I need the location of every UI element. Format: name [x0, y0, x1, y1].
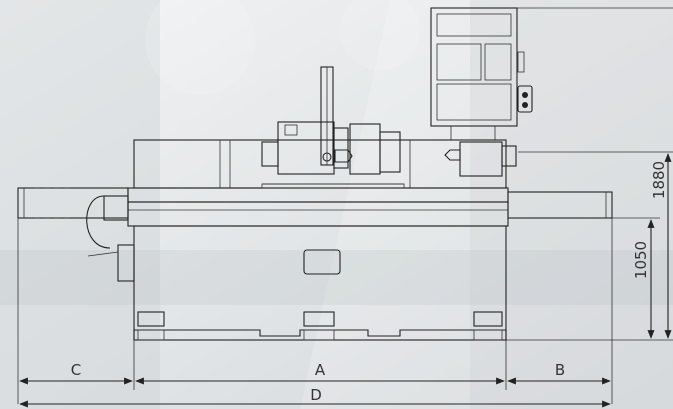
dim-label-b: B: [555, 361, 565, 379]
dimension-lines: [17, 151, 673, 408]
dim-label-a: A: [315, 361, 326, 379]
control-panel: [430, 7, 673, 140]
machine-body: [17, 66, 613, 341]
dim-label-c: C: [71, 361, 81, 379]
dim-label-total-height: 1880: [650, 161, 668, 199]
dim-label-table-height: 1050: [632, 241, 650, 279]
dim-label-d: D: [310, 386, 322, 404]
